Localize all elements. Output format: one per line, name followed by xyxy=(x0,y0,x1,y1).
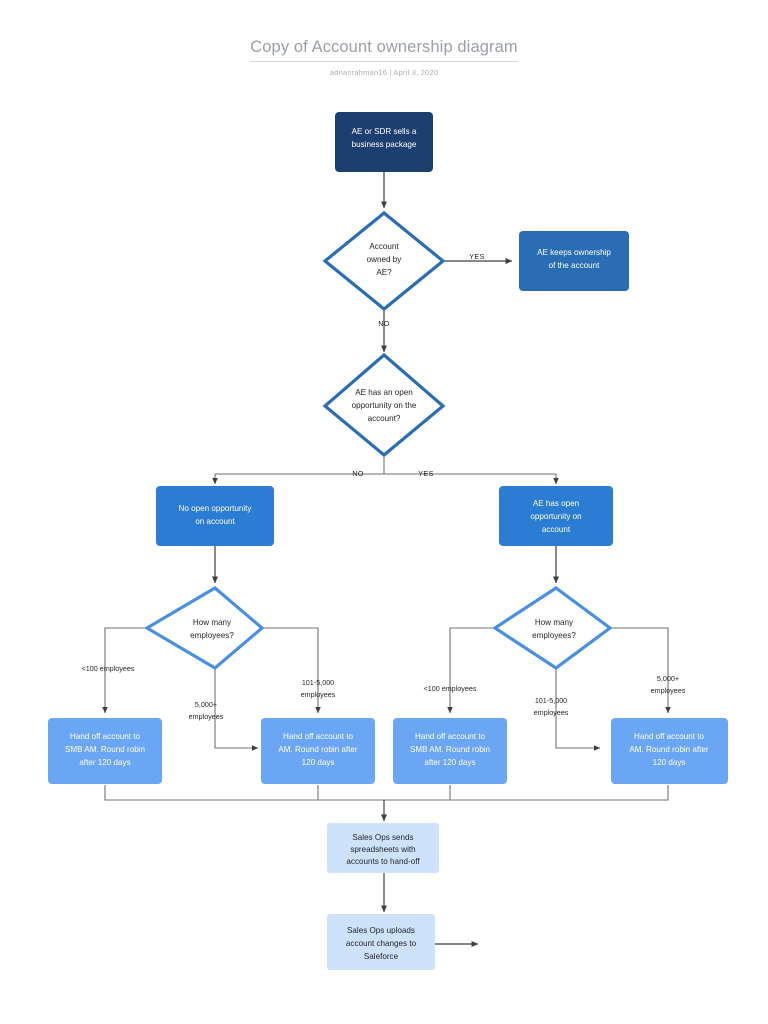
node-sales-ops-uploads[interactable]: Sales Ops uploads account changes to Sal… xyxy=(327,914,435,970)
document-header: Copy of Account ownership diagram adnanr… xyxy=(0,38,768,77)
node-owned-line3: AE? xyxy=(376,268,392,277)
edge-right-lt100 xyxy=(447,627,495,714)
node-decision-employees-right[interactable]: How many employees? xyxy=(492,586,613,670)
node-owned-line1: Account xyxy=(369,242,399,251)
node-hasopp-line3: account xyxy=(542,525,571,534)
edge-label-owned-no: NO xyxy=(378,319,390,328)
node-handoff-am-right[interactable]: Hand off account to AM. Round robin afte… xyxy=(611,718,728,784)
node-decision-open-opportunity[interactable]: AE has an open opportunity on the accoun… xyxy=(322,352,446,458)
node-hosl-line1: Hand off account to xyxy=(70,732,141,741)
edge-label-right-101-5000-l2: employees xyxy=(534,708,569,717)
node-sou-line3: Saleforce xyxy=(364,952,399,961)
edge-left-lt100 xyxy=(102,627,147,714)
node-sou-line2: account changes to xyxy=(346,939,417,948)
edge-merge-b xyxy=(317,785,384,801)
node-hasopp-line2: opportunity on xyxy=(530,512,581,521)
node-hosr-line3: after 120 days xyxy=(424,758,475,767)
edge-label-right-5000plus-l1: 5,000+ xyxy=(657,674,679,683)
node-emp-left-line1: How many xyxy=(193,618,232,627)
page-title: Copy of Account ownership diagram xyxy=(250,38,518,62)
node-sos-line1: Sales Ops sends xyxy=(352,833,413,842)
node-sos-line2: spreadsheets with xyxy=(350,845,415,854)
node-start[interactable]: AE or SDR sells a business package xyxy=(335,112,433,172)
node-hoar-line1: Hand off account to xyxy=(634,732,705,741)
node-emp-right-line1: How many xyxy=(535,618,574,627)
node-sos-line3: accounts to hand-off xyxy=(346,857,420,866)
edge-right-101-5000 xyxy=(555,668,601,751)
node-sales-ops-spreadsheets[interactable]: Sales Ops sends spreadsheets with accoun… xyxy=(327,823,439,873)
edge-label-left-5000plus-l2: employees xyxy=(189,712,224,721)
node-start-line1: AE or SDR sells a xyxy=(352,127,417,136)
node-hosl-line3: after 120 days xyxy=(79,758,130,767)
node-hoal-line3: 120 days xyxy=(302,758,335,767)
node-openopp-line2: opportunity on the xyxy=(352,401,417,410)
node-decision-account-owned[interactable]: Account owned by AE? xyxy=(322,210,446,312)
node-owned-line2: owned by xyxy=(367,255,403,264)
node-sou-line1: Sales Ops uploads xyxy=(347,926,415,935)
node-start-line2: business package xyxy=(352,140,417,149)
node-openopp-line1: AE has an open xyxy=(355,388,413,397)
edge-left-5000plus xyxy=(214,668,259,751)
node-no-open-opportunity[interactable]: No open opportunity on account xyxy=(156,486,274,546)
node-openopp-line3: account? xyxy=(368,414,401,423)
edge-label-left-lt100: <100 employees xyxy=(82,664,135,673)
node-hoal-line2: AM. Round robin after xyxy=(278,745,357,754)
edge-label-right-lt100: <100 employees xyxy=(424,684,477,693)
edge-label-left-101-5000-l2: employees xyxy=(301,690,336,699)
node-noopp-line1: No open opportunity xyxy=(179,504,253,513)
node-hosr-line2: SMB AM. Round robin xyxy=(410,745,490,754)
node-hoar-line2: AM. Round robin after xyxy=(629,745,708,754)
edge-left-101-5000 xyxy=(262,627,321,714)
node-keeps-line1: AE keeps ownership xyxy=(537,248,611,257)
edge-label-left-5000plus-l1: 5,000+ xyxy=(195,700,217,709)
edge-label-openopp-no: NO xyxy=(352,469,364,478)
node-hosr-line1: Hand off account to xyxy=(415,732,486,741)
document-byline: adnanrahman16 | April 3, 2020 xyxy=(329,68,439,77)
edge-merge-d xyxy=(384,785,669,801)
node-hoal-line1: Hand off account to xyxy=(283,732,354,741)
node-noopp-line2: on account xyxy=(195,517,235,526)
node-handoff-smb-left[interactable]: Hand off account to SMB AM. Round robin … xyxy=(48,718,162,784)
edge-merge-a xyxy=(104,785,384,801)
node-emp-right-line2: employees? xyxy=(532,631,576,640)
node-ae-keeps-ownership[interactable]: AE keeps ownership of the account xyxy=(519,231,629,291)
node-ae-has-open-opportunity[interactable]: AE has open opportunity on account xyxy=(499,486,613,546)
edge-label-right-5000plus-l2: employees xyxy=(651,686,686,695)
edge-openopp-yes xyxy=(384,473,559,485)
node-hasopp-line1: AE has open xyxy=(533,499,579,508)
edge-label-openopp-yes: YES xyxy=(418,469,434,478)
edge-label-right-101-5000-l1: 101-5,000 xyxy=(535,696,567,705)
node-keeps-line2: of the account xyxy=(549,261,601,270)
edge-merge-c xyxy=(384,785,451,801)
edge-right-5000plus xyxy=(610,627,671,714)
edge-openopp-no xyxy=(212,473,384,485)
node-handoff-smb-right[interactable]: Hand off account to SMB AM. Round robin … xyxy=(393,718,507,784)
node-hoar-line3: 120 days xyxy=(653,758,686,767)
node-decision-employees-left[interactable]: How many employees? xyxy=(143,586,265,670)
edge-label-owned-yes: YES xyxy=(469,252,485,261)
node-handoff-am-left[interactable]: Hand off account to AM. Round robin afte… xyxy=(261,718,375,784)
node-hosl-line2: SMB AM. Round robin xyxy=(65,745,145,754)
node-emp-left-line2: employees? xyxy=(190,631,234,640)
edge-label-left-101-5000-l1: 101-5,000 xyxy=(302,678,334,687)
